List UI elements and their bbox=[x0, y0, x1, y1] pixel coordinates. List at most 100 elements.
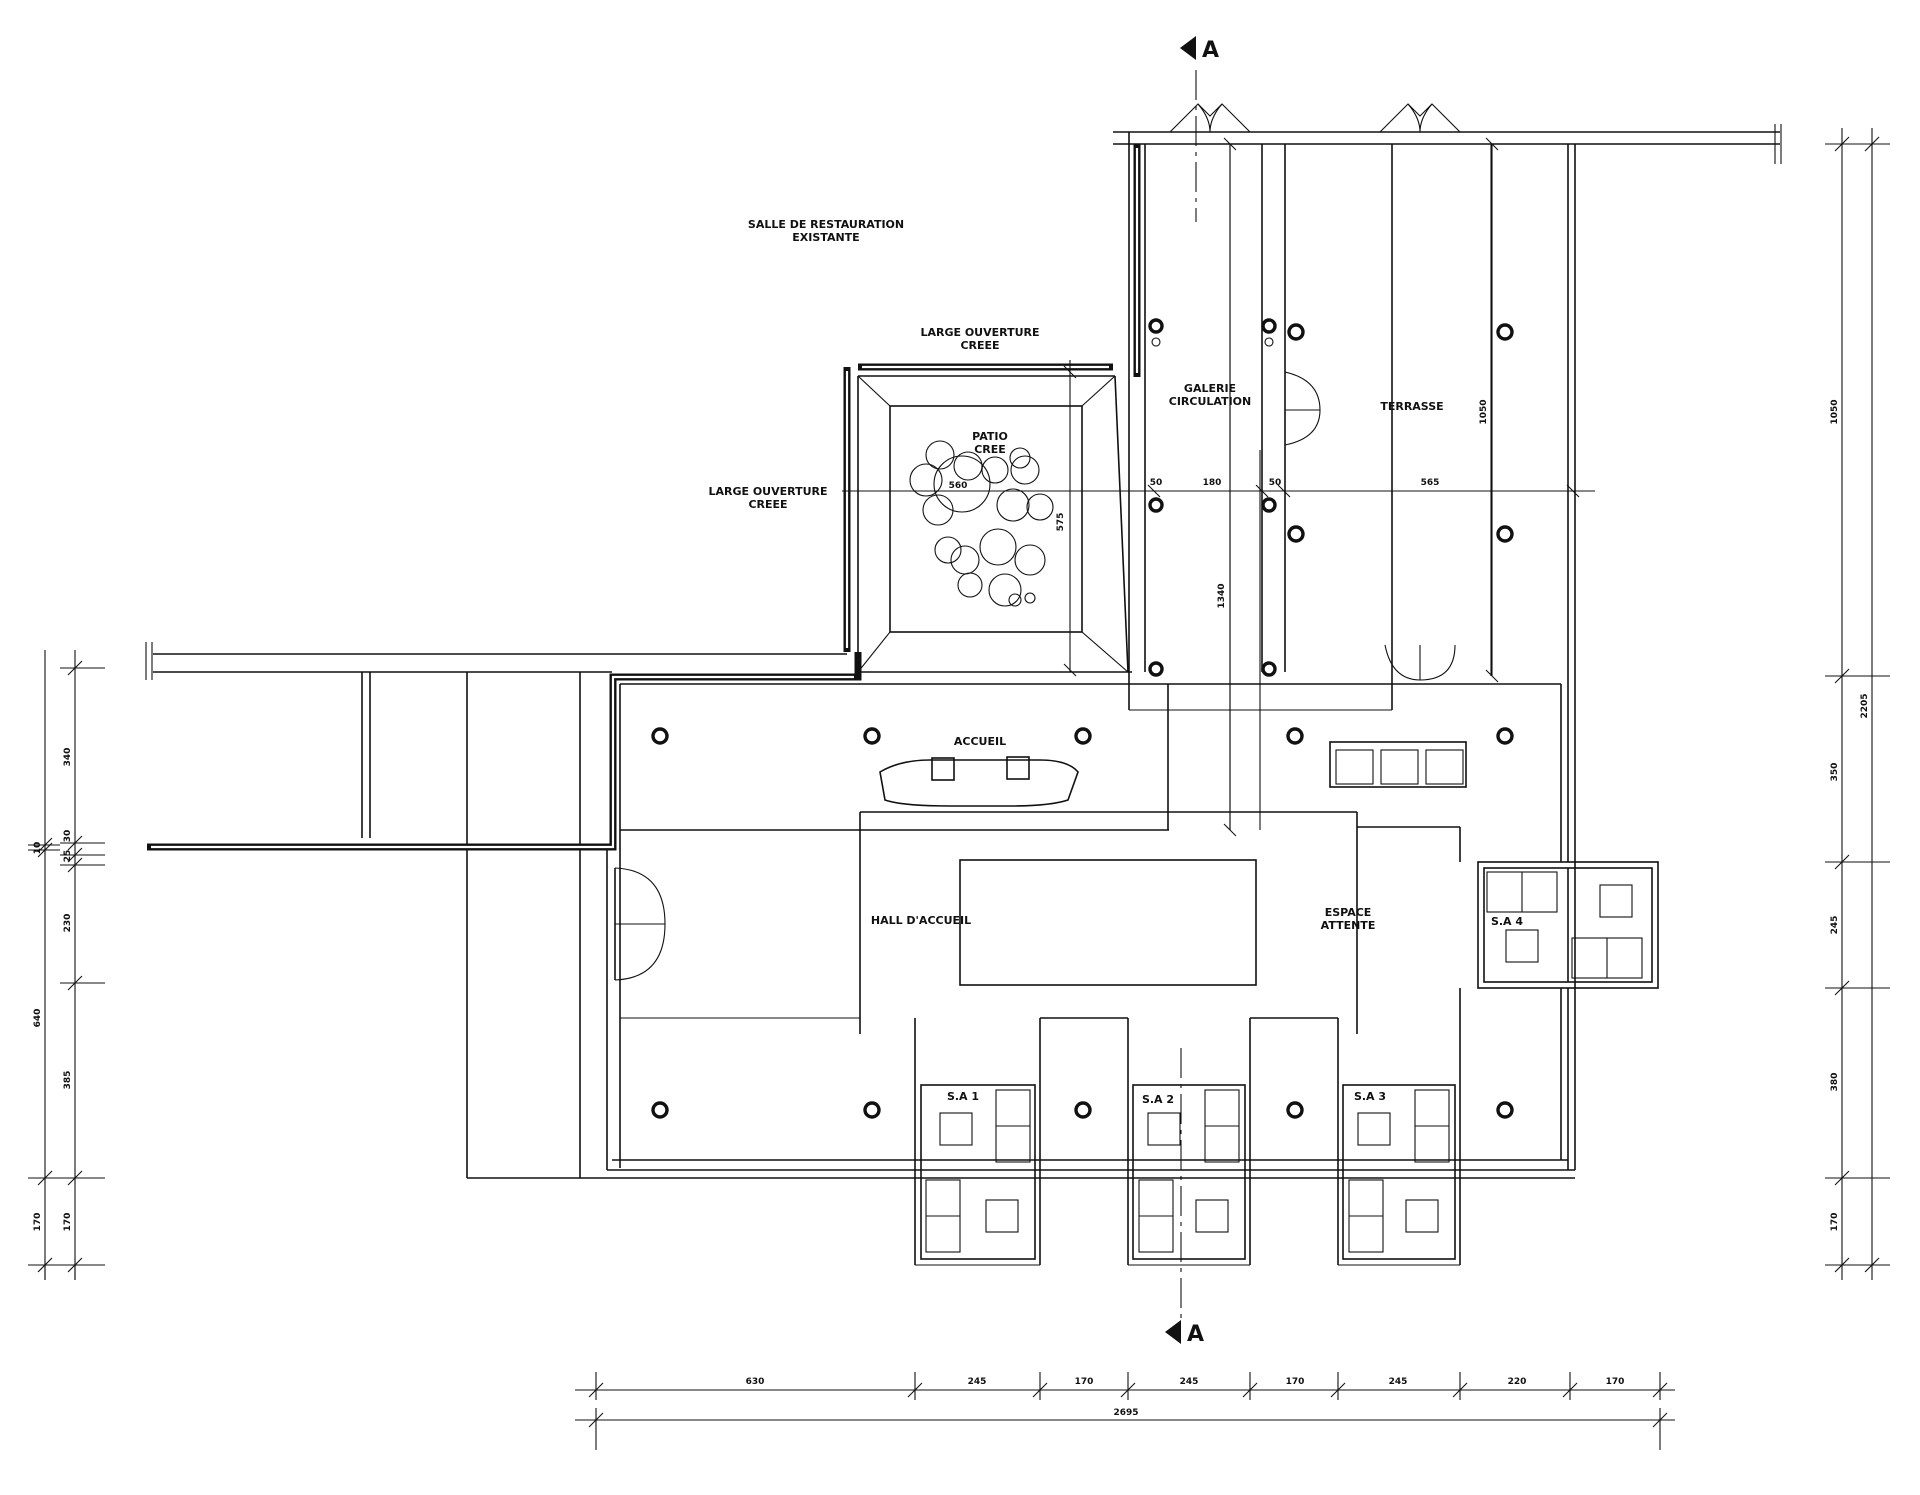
column-icon bbox=[1496, 727, 1514, 745]
section-arrow-bottom-icon bbox=[1165, 1320, 1181, 1344]
dim-left-inner-1: 10 bbox=[33, 842, 43, 855]
column-icon bbox=[1496, 525, 1514, 543]
column-icon bbox=[1074, 1101, 1092, 1119]
label-gallery-2: CIRCULATION bbox=[1169, 395, 1251, 408]
table-icon bbox=[1357, 1112, 1391, 1146]
dim-bottom-5: 170 bbox=[1286, 1377, 1305, 1387]
dim-tick bbox=[907, 1382, 923, 1398]
dim-bottom-4: 245 bbox=[1180, 1377, 1199, 1387]
dim-left-outer-5: 385 bbox=[63, 1071, 73, 1090]
dim-left-outer-4: 230 bbox=[63, 914, 73, 933]
label-hall: HALL D'ACCUEIL bbox=[871, 914, 971, 927]
table-icon bbox=[1505, 929, 1539, 963]
dim-patio-height: 575 bbox=[1056, 513, 1066, 532]
dim-right-3: 245 bbox=[1830, 916, 1840, 935]
table-icon bbox=[1147, 1112, 1181, 1146]
label-sa4: S.A 4 bbox=[1491, 915, 1523, 928]
dim-tick bbox=[1652, 1412, 1668, 1428]
dim-tick bbox=[67, 847, 83, 863]
north-wing-columns bbox=[1148, 318, 1514, 677]
label-large-opening-left-2: CREEE bbox=[748, 498, 787, 511]
dim-tick bbox=[67, 975, 83, 991]
dim-tick bbox=[37, 842, 53, 858]
section-mark-bottom: A bbox=[1187, 1322, 1204, 1347]
dim-left-outer-6: 170 bbox=[63, 1213, 73, 1232]
dim-left-outer-2: 30 bbox=[63, 830, 73, 843]
dim-tick bbox=[67, 857, 83, 873]
reception-chair bbox=[931, 757, 955, 781]
dim-tick bbox=[1652, 1382, 1668, 1398]
dim-terrace-height: 1050 bbox=[1479, 399, 1489, 424]
column-icon bbox=[863, 1101, 881, 1119]
column-icon bbox=[1286, 727, 1304, 745]
column-icon bbox=[1496, 1101, 1514, 1119]
central-table bbox=[959, 859, 1257, 986]
right-dimensions: 1050 350 245 380 170 2205 bbox=[1825, 128, 1890, 1280]
dim-right-2: 350 bbox=[1830, 763, 1840, 782]
dim-tick bbox=[588, 1382, 604, 1398]
label-patio-2: CREE bbox=[974, 443, 1006, 456]
label-reception: ACCUEIL bbox=[954, 735, 1006, 748]
column-icon bbox=[1264, 337, 1274, 347]
dim-left-outer-1: 340 bbox=[63, 748, 73, 767]
dim-gallery-3: 50 bbox=[1269, 478, 1282, 488]
south-hall-walls bbox=[145, 642, 1575, 1179]
label-sa2: S.A 2 bbox=[1142, 1093, 1174, 1106]
dim-tick bbox=[1562, 1382, 1578, 1398]
dim-gallery-2: 180 bbox=[1203, 478, 1222, 488]
dim-tick bbox=[37, 1170, 53, 1186]
label-existing-dining-2: EXISTANTE bbox=[792, 231, 859, 244]
patio bbox=[843, 363, 1132, 673]
dim-gallery-4: 565 bbox=[1421, 478, 1440, 488]
dim-patio-width: 560 bbox=[949, 481, 968, 491]
dim-left-inner-3: 170 bbox=[33, 1213, 43, 1232]
label-large-opening-left-1: LARGE OUVERTURE bbox=[708, 485, 827, 498]
column-icon bbox=[1261, 497, 1277, 513]
label-waiting-2: ATTENTE bbox=[1321, 919, 1376, 932]
plant-cluster-icon bbox=[909, 440, 1054, 607]
sa4-pod bbox=[1477, 861, 1659, 989]
label-existing-dining-1: SALLE DE RESTAURATION bbox=[748, 218, 904, 231]
table-icon bbox=[1195, 1199, 1229, 1233]
section-mark-top: A bbox=[1202, 38, 1219, 63]
meeting-pods bbox=[914, 1017, 1461, 1266]
internal-dimensions: 50 180 50 565 560 575 1050 1340 bbox=[842, 137, 1595, 837]
north-wing-walls bbox=[1113, 103, 1782, 1170]
label-sa1: S.A 1 bbox=[947, 1090, 979, 1103]
column-icon bbox=[1148, 318, 1164, 334]
reception-chair bbox=[1006, 756, 1030, 780]
dim-right-1: 1050 bbox=[1830, 399, 1840, 424]
dim-left-outer-3: 25 bbox=[63, 850, 73, 863]
dim-tick bbox=[1834, 668, 1850, 684]
dim-right-5: 170 bbox=[1830, 1213, 1840, 1232]
table-icon bbox=[985, 1199, 1019, 1233]
dim-bottom-3: 170 bbox=[1075, 1377, 1094, 1387]
dim-left-inner-2: 640 bbox=[33, 1009, 43, 1028]
left-dimensions: 340 30 25 230 385 170 10 640 170 bbox=[28, 650, 105, 1280]
column-icon bbox=[1496, 323, 1514, 341]
dim-gallery-1: 50 bbox=[1150, 478, 1163, 488]
column-icon bbox=[1261, 661, 1277, 677]
column-icon bbox=[863, 727, 881, 745]
dim-tick bbox=[1834, 136, 1850, 152]
dim-tick bbox=[1032, 1382, 1048, 1398]
table-icon bbox=[1599, 884, 1633, 918]
table-icon bbox=[1405, 1199, 1439, 1233]
dim-tick bbox=[1452, 1382, 1468, 1398]
table-icon bbox=[939, 1112, 973, 1146]
dim-right-total: 2205 bbox=[1860, 693, 1870, 718]
label-gallery-1: GALERIE bbox=[1184, 382, 1236, 395]
dim-tick bbox=[1834, 854, 1850, 870]
label-waiting-1: ESPACE bbox=[1325, 906, 1372, 919]
column-icon bbox=[1287, 323, 1305, 341]
dim-tick bbox=[67, 835, 83, 851]
dim-tick bbox=[1864, 1257, 1880, 1273]
dim-bottom-2: 245 bbox=[968, 1377, 987, 1387]
dim-tick bbox=[1330, 1382, 1346, 1398]
dim-tick bbox=[1834, 1170, 1850, 1186]
column-icon bbox=[651, 1101, 669, 1119]
dim-bottom-1: 630 bbox=[746, 1377, 765, 1387]
room-labels: SALLE DE RESTAURATION EXISTANTE LARGE OU… bbox=[708, 218, 1523, 1106]
column-icon bbox=[1287, 525, 1305, 543]
